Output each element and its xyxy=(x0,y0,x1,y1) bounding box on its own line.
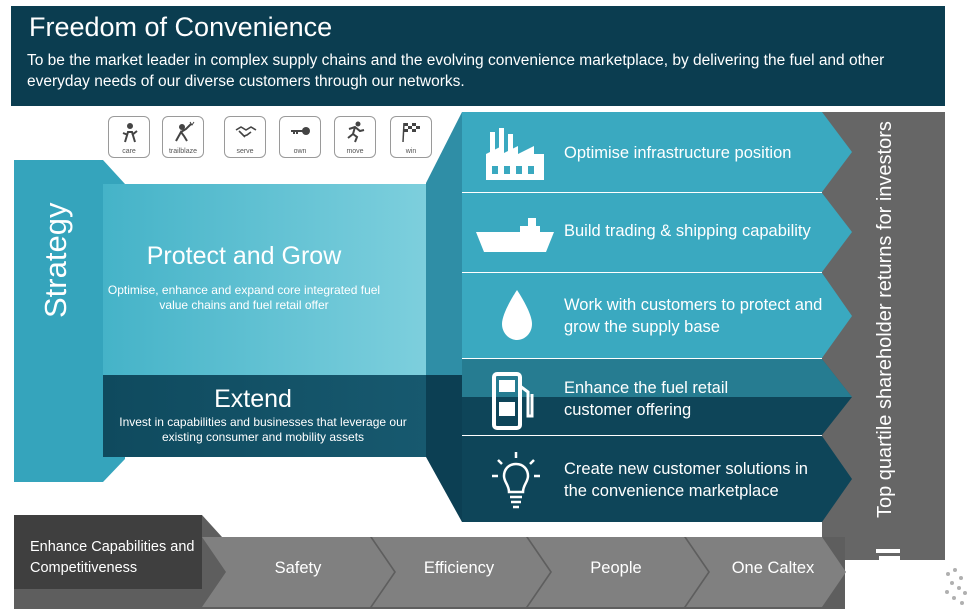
extend-title: Extend xyxy=(214,385,292,413)
handshake-icon xyxy=(235,126,257,138)
initiative-fuel-retail: Enhance the fuel retail customer offerin… xyxy=(564,379,729,419)
chevron-one-caltex xyxy=(686,537,846,607)
strategy-bar xyxy=(14,160,125,482)
initiative-supply-base: Work with customers to protect and grow … xyxy=(564,296,823,336)
pillar-efficiency: Efficiency xyxy=(423,559,495,577)
initiative-trading-shipping: Build trading & shipping capability xyxy=(564,222,811,240)
lightbulb-icon xyxy=(492,452,540,509)
droplet-icon xyxy=(502,290,532,340)
initiative-infrastructure: Optimise infrastructure position xyxy=(564,144,792,162)
trailblaze-icon xyxy=(175,121,195,142)
protect-grow-block xyxy=(103,184,426,375)
strategy-label: Strategy xyxy=(38,202,73,318)
chevron-safety xyxy=(202,537,394,607)
foundation-label: Enhance Capabilities and Competitiveness xyxy=(30,539,195,576)
checkered-flag-icon xyxy=(402,122,420,143)
factory-icon xyxy=(486,128,544,180)
value-label-serve: serve xyxy=(236,148,254,155)
ship-icon xyxy=(476,218,554,252)
value-move: move xyxy=(334,116,376,158)
protect-grow-description: Optimise, enhance and expand core integr… xyxy=(107,283,381,312)
chevron-people xyxy=(528,537,708,607)
extend-block xyxy=(103,375,426,457)
value-win: win xyxy=(390,116,432,158)
dots-decoration-icon xyxy=(945,568,967,605)
value-label-own: own xyxy=(293,148,307,155)
arrow-solutions xyxy=(462,436,852,522)
header-banner: Freedom of Convenience To be the market … xyxy=(11,6,945,106)
value-label-move: move xyxy=(346,148,364,155)
arrow-customers xyxy=(462,273,852,358)
chevron-efficiency xyxy=(372,537,550,607)
pillar-people: People xyxy=(590,559,642,577)
value-own: own xyxy=(279,116,321,158)
value-label-trailblaze: trailblaze xyxy=(168,148,197,155)
extend-description: Invest in capabilities and businesses th… xyxy=(119,415,407,444)
value-care: care xyxy=(108,116,150,158)
care-icon xyxy=(122,123,138,143)
arrow-trading xyxy=(462,193,852,272)
value-label-win: win xyxy=(405,148,417,155)
outcome-column xyxy=(822,112,945,560)
pillar-one-caltex: One Caltex xyxy=(731,559,815,577)
initiative-new-solutions: Create new customer solutions in the con… xyxy=(564,460,808,500)
running-person-icon xyxy=(347,121,365,143)
protect-grow-title: Protect and Grow xyxy=(146,242,342,270)
outcome-label: Top quartile shareholder returns for inv… xyxy=(874,121,896,518)
funnel-light xyxy=(426,112,462,375)
arrow-retail-top xyxy=(462,359,852,397)
bar-chart-icon xyxy=(876,549,900,581)
value-serve: serve xyxy=(224,116,266,158)
page-title: Freedom of Convenience xyxy=(29,12,333,42)
fuel-pump-icon xyxy=(492,372,534,430)
funnel-dark xyxy=(426,375,462,522)
key-icon xyxy=(291,127,310,135)
pillar-safety: Safety xyxy=(274,559,322,577)
value-label-care: care xyxy=(122,148,136,155)
value-trailblaze: trailblaze xyxy=(162,116,204,158)
foundation-label-box xyxy=(14,515,202,589)
vision-statement: To be the market leader in complex suppl… xyxy=(27,52,885,90)
arrow-infrastructure xyxy=(462,112,852,192)
